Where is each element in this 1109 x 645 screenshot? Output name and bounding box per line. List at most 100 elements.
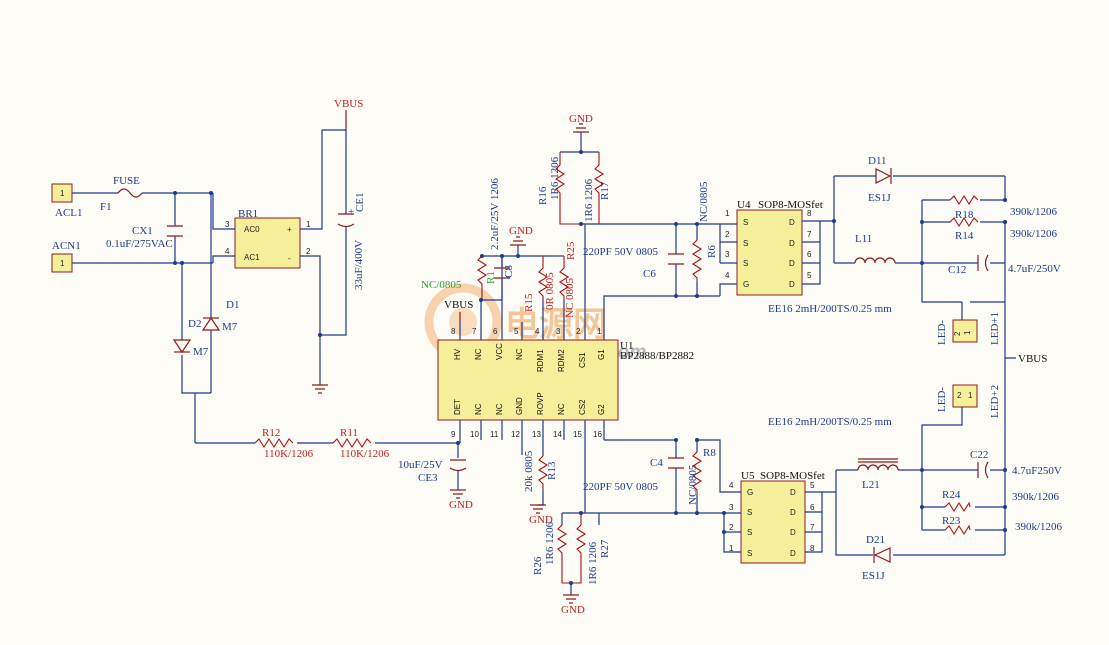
svg-text:1: 1	[968, 391, 973, 400]
svg-text:CS2: CS2	[578, 399, 587, 415]
svg-text:1: 1	[597, 327, 602, 336]
svg-text:3: 3	[225, 220, 230, 229]
label-r13-val: 20k 0805	[523, 450, 535, 492]
connector-led2[interactable]	[952, 384, 978, 408]
diode-d2-m7	[172, 339, 192, 354]
label-l11-val: EE16 2mH/200TS/0.25 mm	[768, 303, 892, 315]
label-fuse: FUSE	[113, 175, 140, 187]
label-r24: R24	[942, 489, 961, 501]
gnd-ce3	[450, 489, 466, 499]
label-c22-val: 4.7uF250V	[1012, 465, 1062, 477]
label-br1: BR1	[238, 208, 258, 220]
resistor-r1	[476, 255, 488, 300]
label-d2: D2	[188, 318, 201, 330]
cap-cx1	[167, 225, 183, 237]
svg-text:5: 5	[810, 481, 815, 490]
ic-u1[interactable]	[437, 339, 619, 421]
svg-text:G: G	[743, 280, 749, 289]
label-cx1-val: 0.1uF/275VAC	[106, 238, 173, 250]
label-u5: U5	[741, 470, 755, 482]
svg-text:7: 7	[807, 230, 812, 239]
label-r1: R1	[485, 271, 497, 284]
gnd-label-r16: GND	[569, 113, 593, 125]
resistor-r11	[332, 437, 372, 449]
gnd-r13	[530, 504, 546, 514]
svg-text:ROVP: ROVP	[536, 392, 545, 415]
label-r6-val: NC/0805	[698, 181, 710, 222]
cap-c22	[977, 461, 989, 479]
resistor-r27	[571, 513, 587, 584]
svg-text:8: 8	[451, 327, 456, 336]
resistor-r15	[537, 256, 549, 300]
label-r14: R14	[955, 230, 974, 242]
svg-text:4: 4	[535, 327, 540, 336]
label-l21: L21	[862, 479, 880, 491]
label-led-plus-2: LED+2	[989, 385, 1001, 418]
wire-diodes	[181, 193, 212, 443]
cap-ce1	[337, 213, 355, 228]
label-u4: U4	[737, 199, 751, 211]
mosfet-u4[interactable]	[736, 209, 803, 296]
gnd-label-r26: GND	[561, 604, 585, 616]
label-r8: R8	[703, 447, 716, 459]
label-led-minus-2: LED-	[936, 387, 948, 412]
label-c6: C6	[643, 268, 656, 280]
svg-text:5: 5	[807, 271, 812, 280]
label-f1: F1	[100, 201, 112, 213]
label-acn1: ACN1	[52, 240, 81, 252]
label-led-plus-1: LED+1	[989, 312, 1001, 345]
acl1-pin: 1	[60, 189, 65, 198]
label-r25-val: NC 0805	[564, 277, 576, 318]
diode-d21	[873, 547, 891, 563]
svg-text:S: S	[747, 508, 752, 517]
label-c12-val: 4.7uF/250V	[1008, 263, 1061, 275]
bridge-br1[interactable]	[234, 217, 301, 269]
acn1-pin: 1	[60, 259, 65, 268]
svg-text:9: 9	[451, 430, 456, 439]
inductor-l21	[857, 458, 899, 471]
gnd-r16	[573, 123, 589, 133]
label-d21: D21	[866, 534, 885, 546]
svg-text:D: D	[790, 549, 796, 558]
svg-text:2: 2	[725, 230, 730, 239]
label-r11: R11	[340, 427, 358, 439]
svg-text:D: D	[790, 508, 796, 517]
label-r26: R26	[532, 556, 544, 575]
svg-text:D: D	[789, 218, 795, 227]
resistor-r16	[554, 152, 581, 225]
resistor-r8	[691, 451, 703, 494]
svg-text:3: 3	[729, 503, 734, 512]
gnd-r26	[563, 594, 579, 604]
mosfet-u5[interactable]	[740, 480, 806, 564]
wire-br-in	[212, 193, 235, 263]
label-r23: R23	[942, 515, 961, 527]
svg-text:2: 2	[576, 327, 581, 336]
svg-text:2: 2	[306, 247, 311, 256]
resistor-r14	[949, 216, 979, 228]
label-u4-type: SOP8-MOSfet	[758, 199, 823, 211]
resistor-r13	[537, 455, 549, 490]
label-r18: R18	[955, 209, 974, 221]
svg-text:1: 1	[725, 209, 730, 218]
label-r13: R13	[546, 461, 558, 480]
label-d21-val: ES1J	[862, 570, 885, 582]
label-d11: D11	[868, 155, 887, 167]
label-c22: C22	[970, 449, 988, 461]
svg-text:NC: NC	[515, 348, 524, 360]
label-l11: L11	[855, 233, 872, 245]
label-ce3-val: 10uF/25V	[398, 459, 443, 471]
label-ce3: CE3	[418, 472, 438, 484]
svg-text:7: 7	[810, 523, 815, 532]
label-r1-val: NC/0805	[421, 279, 462, 291]
label-r8-val: NC/0805	[687, 464, 699, 505]
svg-text:D: D	[789, 239, 795, 248]
svg-text:D: D	[789, 259, 795, 268]
svg-text:1: 1	[306, 220, 311, 229]
gnd-label-r13: GND	[529, 514, 553, 526]
gnd-label-c8: GND	[509, 225, 533, 237]
svg-text:8: 8	[807, 209, 812, 218]
connector-led1[interactable]	[952, 319, 978, 343]
br-ac1: AC1	[244, 253, 260, 262]
svg-text:4: 4	[725, 271, 730, 280]
